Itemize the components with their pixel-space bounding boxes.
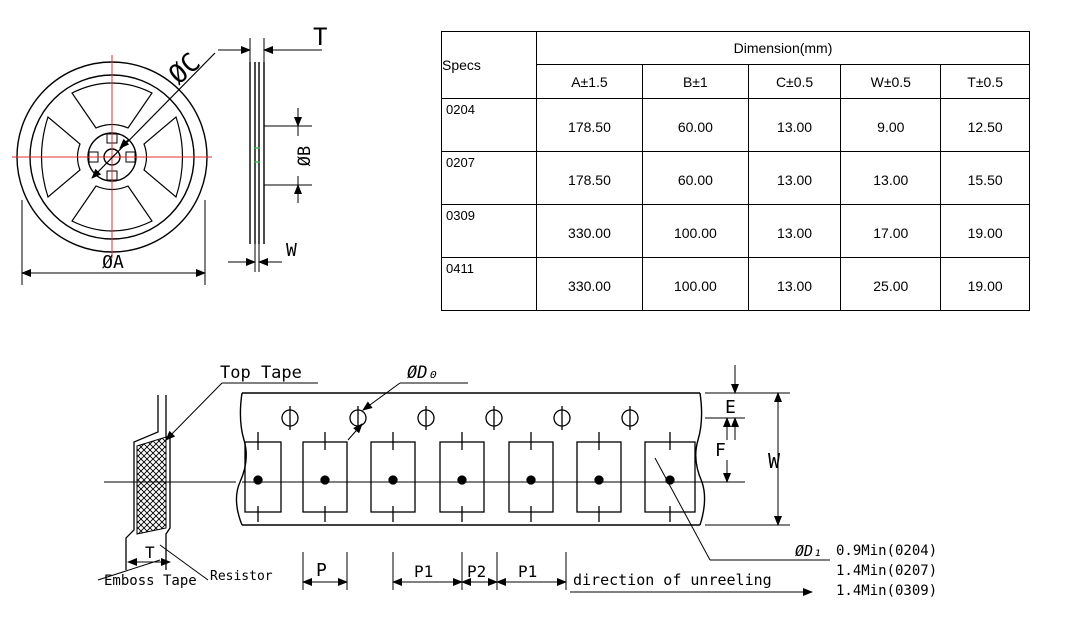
spec-cell: 0204 (441, 98, 537, 152)
reel-side-view (21, 38, 322, 285)
value-cell: 15.50 (940, 151, 1030, 205)
top-tape-label: Top Tape (220, 363, 302, 383)
p-label: P (316, 560, 327, 581)
column-header: B±1 (641, 64, 749, 99)
d0-leader (347, 382, 468, 441)
reel-phi-c-label: ØC (163, 47, 206, 90)
table-row: 0411 330.00 100.00 13.00 25.00 19.00 (441, 257, 1030, 311)
value-cell: 19.00 (940, 204, 1030, 258)
d0-label: ØD₀ (407, 363, 438, 383)
pitch-dimensions (302, 552, 813, 596)
component-pockets (244, 432, 696, 522)
column-header-row: A±1.5 B±1 C±0.5 W±0.5 T±0.5 (442, 64, 1030, 99)
column-header: T±0.5 (940, 64, 1030, 99)
value-cell: 100.00 (641, 257, 749, 311)
tape-edge-dimensions (705, 365, 790, 526)
reel-t-label: T (313, 23, 327, 51)
reel-w-label: W (286, 240, 297, 261)
d1-note-0204: 0.9Min(0204) (836, 543, 937, 559)
value-cell: 19.00 (940, 257, 1030, 311)
value-cell: 178.50 (536, 151, 643, 205)
value-cell: 330.00 (536, 204, 643, 258)
spec-cell: 0207 (441, 151, 537, 205)
p2-label: P2 (467, 562, 486, 581)
value-cell: 25.00 (840, 257, 942, 311)
table-row: 0207 178.50 60.00 13.00 13.00 15.50 (441, 151, 1030, 205)
d1-note-0309: 1.4Min(0309) (836, 583, 937, 599)
column-header: W±0.5 (840, 64, 942, 99)
value-cell: 9.00 (840, 98, 942, 152)
value-cell: 13.00 (747, 151, 842, 205)
p1-label-b: P1 (518, 562, 537, 581)
carrier-tape (235, 392, 720, 526)
value-cell: 12.50 (940, 98, 1030, 152)
value-cell: 100.00 (641, 204, 749, 258)
value-cell: 330.00 (536, 257, 643, 311)
reel-phi-a-label: ØA (102, 252, 124, 273)
f-label: F (715, 440, 726, 461)
tape-w-label: W (768, 449, 781, 473)
value-cell: 60.00 (641, 98, 749, 152)
direction-label: direction of unreeling (573, 571, 772, 589)
value-cell: 13.00 (840, 151, 942, 205)
reel-phi-c-dimension (91, 52, 216, 179)
specs-header: Specs (441, 31, 537, 99)
dimension-header: Dimension(mm) (536, 31, 1030, 65)
column-header: A±1.5 (536, 64, 643, 99)
value-cell: 60.00 (641, 151, 749, 205)
value-cell: 13.00 (747, 98, 842, 152)
resistor-label: Resistor (210, 569, 273, 584)
table-row: 0204 178.50 60.00 13.00 9.00 12.50 (441, 98, 1030, 152)
emboss-tape-label: Emboss Tape (104, 573, 197, 589)
d1-label: ØD₁ (795, 542, 822, 560)
column-header: C±0.5 (747, 64, 842, 99)
e-label: E (725, 397, 736, 418)
d1-note-0207: 1.4Min(0207) (836, 563, 937, 579)
spec-cell: 0411 (441, 257, 537, 311)
top-tape-leader (97, 382, 318, 581)
value-cell: 13.00 (747, 257, 842, 311)
tape-t-label: T (145, 543, 155, 562)
sprocket-holes (281, 406, 639, 430)
table-row: 0309 330.00 100.00 13.00 17.00 19.00 (441, 204, 1030, 258)
p1-label-a: P1 (414, 562, 433, 581)
d1-leader (654, 457, 830, 561)
tape-side-profile (104, 395, 236, 570)
reel-phi-b-label: ØB (295, 146, 315, 166)
value-cell: 13.00 (747, 204, 842, 258)
value-cell: 17.00 (840, 204, 942, 258)
spec-cell: 0309 (441, 204, 537, 258)
dimension-table: Specs Dimension(mm) A±1.5 B±1 C±0.5 W±0.… (441, 31, 1030, 311)
value-cell: 178.50 (536, 98, 643, 152)
